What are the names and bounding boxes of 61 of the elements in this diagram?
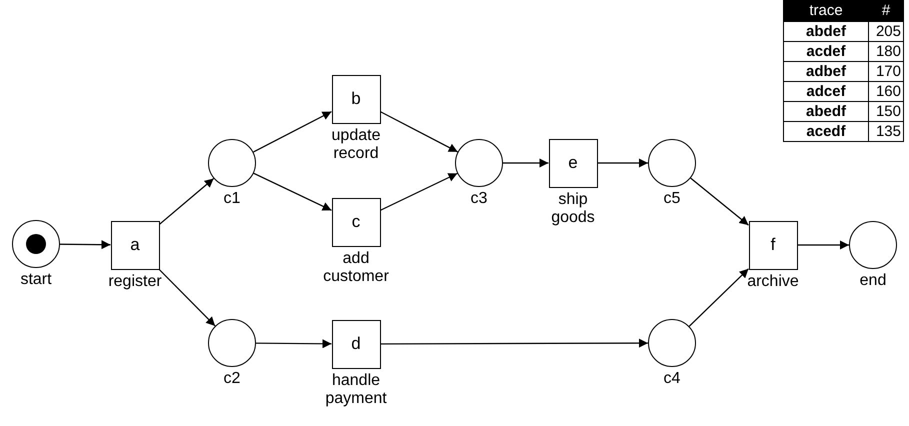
place-circle (455, 139, 503, 187)
place-circle (208, 319, 256, 367)
trace-frequency: 160 (868, 82, 904, 102)
arc-arrow (253, 172, 332, 211)
transition-label: e (568, 153, 578, 173)
trace-frequency: 180 (868, 42, 904, 62)
arc-arrow (688, 268, 749, 327)
place-circle (648, 319, 696, 367)
arc-arrow (253, 111, 332, 153)
arc-arrow (598, 158, 648, 168)
node-caption: end (858, 272, 888, 291)
arc-arrow (380, 111, 458, 152)
node-caption: c4 (662, 370, 682, 389)
trace-sequence: adcef (784, 82, 868, 102)
node-caption: handle payment (324, 372, 388, 410)
node-caption: add customer (322, 250, 390, 288)
node-caption: register (107, 272, 163, 292)
trace-sequence: abedf (784, 102, 868, 122)
place-circle (208, 139, 256, 187)
trace-sequence: acedf (784, 122, 868, 142)
transition-box (332, 198, 380, 246)
arc-arrow (380, 172, 458, 211)
node-caption: c5 (662, 190, 682, 209)
arc-arrow (158, 269, 216, 326)
arc-arrow (60, 240, 110, 250)
place-circle (648, 139, 696, 187)
transition-label: d (351, 334, 361, 354)
arc-arrow (256, 339, 332, 348)
trace-frequency: 150 (868, 102, 904, 122)
transition-box (748, 220, 798, 270)
transition-box (548, 138, 598, 188)
arc-arrow (503, 158, 548, 168)
node-caption: c1 (222, 190, 242, 209)
place-circle (849, 221, 897, 269)
node-caption: c2 (222, 370, 242, 389)
transition-label: c (352, 212, 360, 232)
place-circle (12, 220, 60, 268)
arc-arrow (690, 178, 749, 226)
arc-arrow (159, 178, 214, 225)
transition-box (332, 320, 380, 368)
node-caption: ship goods (550, 190, 596, 228)
node-caption: start (19, 271, 53, 290)
node-caption: archive (746, 272, 800, 292)
token-dot (26, 234, 46, 254)
trace-sequence: acdef (784, 42, 868, 62)
trace-frequency: 135 (868, 122, 904, 142)
trace-frequency: 170 (868, 62, 904, 82)
table-header: trace (784, 0, 868, 22)
transition-label: b (351, 89, 361, 109)
arc-arrow (798, 240, 849, 250)
transition-label: a (130, 235, 140, 255)
transition-label: f (770, 235, 776, 255)
trace-sequence: abdef (784, 22, 868, 42)
trace-sequence: adbef (784, 62, 868, 82)
transition-box (332, 74, 380, 124)
node-caption: update record (330, 126, 382, 164)
table-header: # (868, 0, 904, 22)
arc-arrow (380, 338, 648, 348)
node-caption: c3 (470, 190, 488, 209)
trace-frequency: 205 (868, 22, 904, 42)
transition-box (110, 220, 160, 270)
